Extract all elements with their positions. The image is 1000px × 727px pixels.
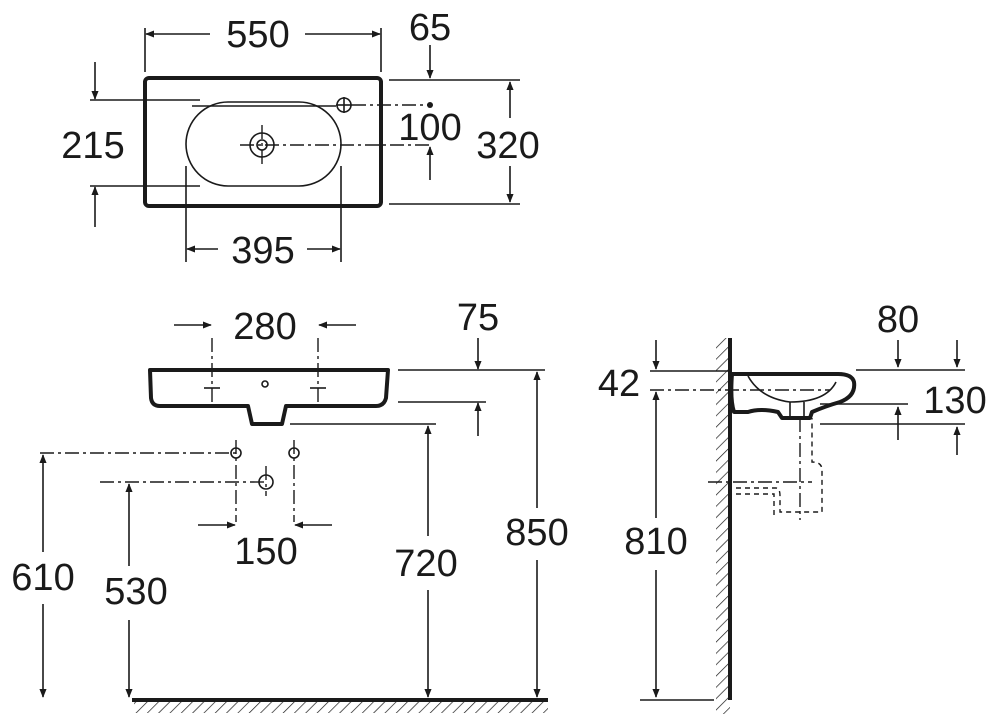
dim-rim-thickness-75: 75 [457, 297, 499, 339]
side-view: 42 810 80 130 [598, 299, 987, 714]
dim-supply-height-610: 610 [11, 557, 74, 599]
dim-bowl-height-720: 720 [394, 543, 457, 585]
basin-front-outline [148, 368, 390, 426]
dim-supply-spacing-150: 150 [234, 531, 297, 573]
dim-width-550: 550 [226, 14, 289, 56]
basin-top-outline [143, 76, 383, 208]
dim-mount-height-810: 810 [624, 521, 687, 563]
dim-front-overhang-80: 80 [877, 299, 919, 341]
dim-hole-spacing-280: 280 [233, 306, 296, 348]
dim-back-offset-42: 42 [598, 363, 640, 405]
dim-waste-height-530: 530 [104, 571, 167, 613]
basin-side-profile [729, 372, 857, 420]
floor-hatch [134, 701, 548, 713]
bowl-top-outline [185, 101, 342, 187]
dim-inner-depth-215: 215 [61, 125, 124, 167]
dim-total-depth-320: 320 [476, 125, 539, 167]
dim-rim-height-850: 850 [505, 512, 568, 554]
wall-hatch [716, 338, 730, 714]
trap-outline [736, 418, 823, 513]
front-view: 280 75 150 610 530 720 [11, 297, 569, 713]
dim-tap-offset-65: 65 [409, 7, 451, 49]
dim-bowl-depth-130: 130 [923, 380, 986, 422]
dim-bowl-width-395: 395 [231, 230, 294, 272]
top-view: 550 65 215 100 320 395 [61, 7, 539, 272]
dim-tap-back-100: 100 [398, 107, 461, 149]
